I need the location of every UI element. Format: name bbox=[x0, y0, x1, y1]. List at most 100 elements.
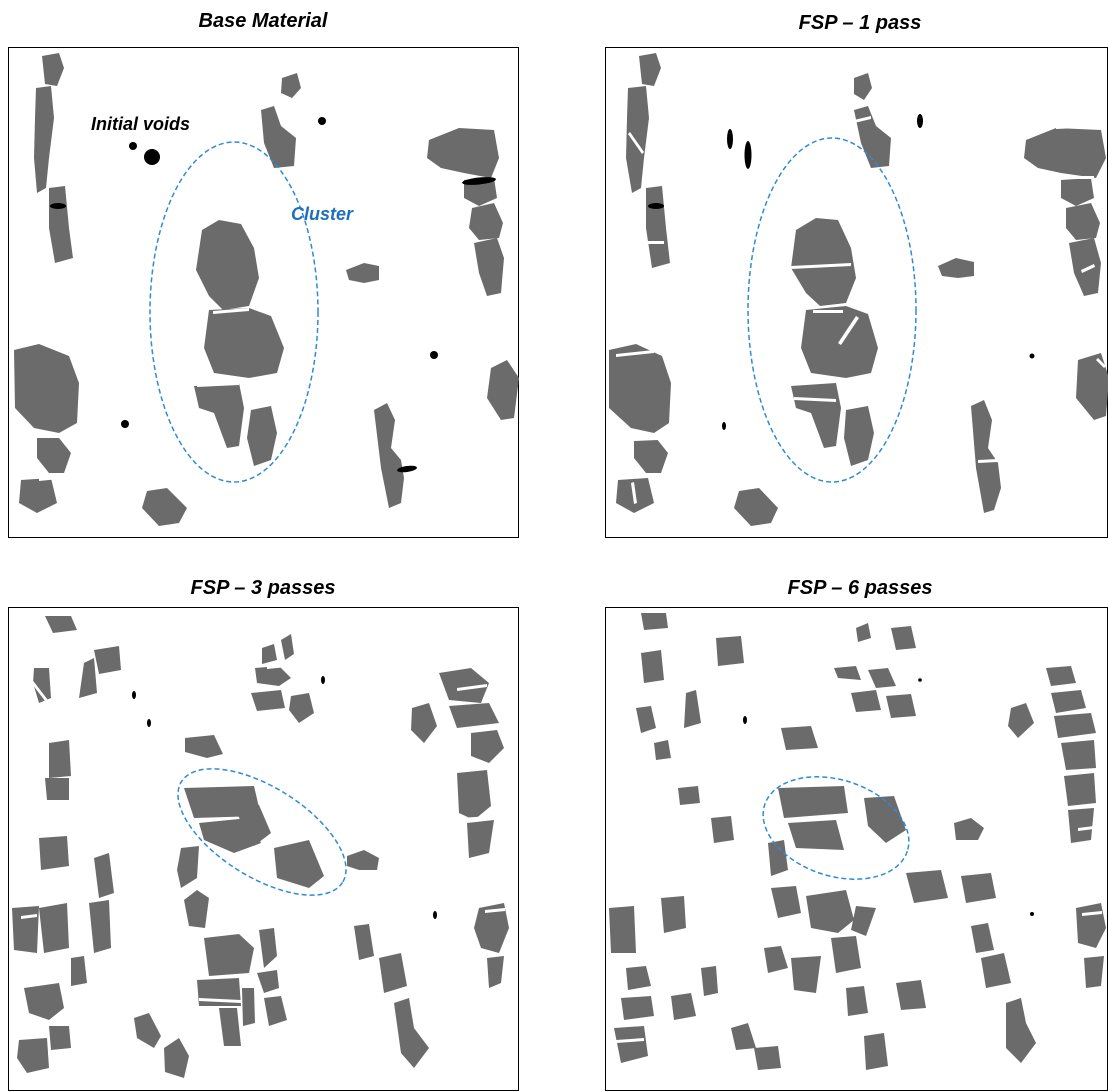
void bbox=[147, 719, 151, 727]
particle bbox=[281, 634, 294, 660]
particle bbox=[219, 1008, 241, 1046]
particle bbox=[806, 890, 854, 933]
particle bbox=[94, 646, 121, 674]
particle bbox=[834, 666, 861, 680]
particle bbox=[788, 820, 844, 850]
particle-crack bbox=[21, 914, 37, 919]
particle bbox=[778, 786, 848, 818]
particle bbox=[621, 996, 654, 1020]
particle bbox=[204, 934, 254, 976]
void bbox=[397, 465, 417, 473]
void bbox=[430, 351, 438, 359]
particle bbox=[1024, 128, 1106, 178]
particle bbox=[711, 816, 734, 843]
particle bbox=[791, 383, 841, 448]
particle bbox=[626, 966, 651, 990]
particle bbox=[716, 636, 744, 666]
particle bbox=[37, 438, 71, 473]
particle bbox=[94, 853, 114, 898]
panel-title-fsp-6-passes: FSP – 6 passes bbox=[787, 577, 933, 599]
particle bbox=[661, 896, 686, 933]
particle-crack bbox=[634, 437, 658, 441]
particle bbox=[791, 956, 821, 993]
particle bbox=[971, 400, 1001, 513]
void bbox=[727, 129, 733, 149]
particle bbox=[891, 626, 916, 650]
particle-crack bbox=[461, 816, 489, 821]
particle bbox=[768, 840, 788, 876]
particle bbox=[487, 360, 519, 420]
particle bbox=[634, 438, 668, 473]
particle bbox=[274, 840, 324, 888]
particle bbox=[781, 726, 818, 750]
void bbox=[321, 676, 325, 684]
void bbox=[744, 141, 752, 169]
particle bbox=[684, 690, 701, 728]
fsp-1-pass-microstructure bbox=[609, 53, 1108, 526]
particle bbox=[1046, 666, 1076, 686]
fsp-3-passes-microstructure bbox=[12, 616, 509, 1078]
particle-crack bbox=[197, 382, 239, 387]
particle bbox=[1076, 353, 1108, 420]
panel-fsp-6-passes bbox=[605, 607, 1108, 1091]
particle bbox=[394, 998, 429, 1068]
void bbox=[318, 117, 326, 125]
particle-crack bbox=[854, 116, 871, 123]
particle bbox=[49, 1026, 71, 1050]
particle bbox=[464, 178, 497, 206]
void bbox=[132, 691, 136, 699]
particle bbox=[1066, 203, 1100, 240]
particle bbox=[1061, 178, 1094, 206]
particle bbox=[626, 86, 649, 193]
particle bbox=[1084, 956, 1104, 988]
particle-crack bbox=[39, 476, 59, 481]
particle bbox=[12, 906, 39, 953]
particle bbox=[34, 86, 54, 193]
base-material-microstructure bbox=[14, 53, 519, 526]
particle bbox=[379, 953, 407, 993]
particle bbox=[1051, 690, 1086, 713]
particle bbox=[1006, 998, 1036, 1063]
particle bbox=[346, 263, 379, 283]
particle bbox=[471, 730, 504, 763]
particle bbox=[204, 308, 284, 378]
particle bbox=[184, 890, 209, 928]
particle-crack bbox=[791, 263, 851, 269]
particle bbox=[457, 770, 491, 820]
particle bbox=[49, 740, 71, 778]
panel-title-base-material: Base Material bbox=[198, 10, 328, 32]
cluster-outline bbox=[177, 768, 347, 896]
particle-crack bbox=[267, 664, 287, 669]
particle bbox=[851, 906, 876, 936]
particle-crack bbox=[1082, 911, 1102, 916]
void bbox=[743, 716, 747, 724]
void bbox=[918, 678, 922, 682]
particle bbox=[14, 344, 79, 433]
particle bbox=[177, 846, 199, 888]
void bbox=[144, 149, 160, 165]
particle bbox=[961, 873, 996, 903]
particle bbox=[764, 946, 788, 973]
particle bbox=[71, 956, 87, 986]
particle bbox=[45, 778, 69, 800]
void bbox=[917, 114, 923, 128]
cluster-outline bbox=[149, 141, 319, 483]
particle bbox=[954, 818, 984, 840]
particle bbox=[185, 735, 223, 758]
particle bbox=[259, 928, 277, 968]
particle bbox=[487, 956, 504, 988]
particle bbox=[134, 1013, 161, 1048]
particle bbox=[609, 344, 671, 433]
particle bbox=[678, 786, 700, 805]
particle bbox=[654, 740, 671, 760]
particle bbox=[938, 258, 974, 278]
void bbox=[121, 420, 129, 428]
particle-crack bbox=[199, 998, 241, 1003]
particle-crack bbox=[1056, 124, 1101, 129]
particle-crack bbox=[485, 908, 505, 913]
particle-crack bbox=[213, 308, 249, 314]
particle bbox=[854, 106, 891, 168]
particle bbox=[971, 923, 994, 953]
particle-crack bbox=[1096, 358, 1106, 368]
particle bbox=[17, 1038, 49, 1073]
